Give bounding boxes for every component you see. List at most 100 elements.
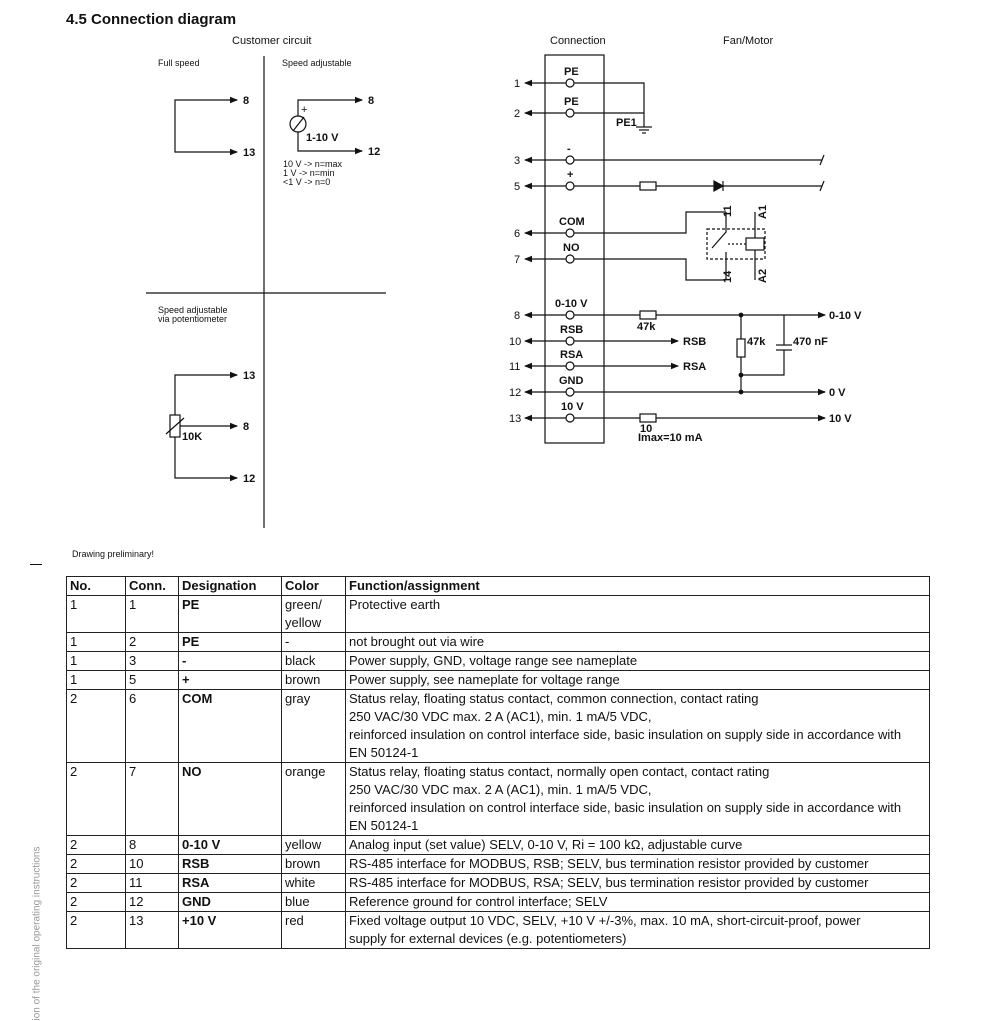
output-0-10v-label: 0-10 V: [829, 310, 862, 322]
pot-pin-8: 8: [243, 421, 249, 433]
designation-cell: RSB: [178, 854, 282, 874]
color-line: orange: [285, 764, 326, 779]
potentiometer-slash: [165, 417, 185, 435]
pot-pin-13: 13: [243, 370, 255, 382]
relay-contact-upper: [711, 212, 727, 249]
full-speed-title: Full speed: [158, 58, 200, 68]
terminal-3-number: 3: [514, 155, 520, 167]
terminal-13-number: 13: [509, 413, 521, 425]
function-line: Protective earth: [349, 597, 441, 612]
relay-pin-a1: A1: [757, 205, 769, 219]
table-header-row: No. Conn. Designation Color Function/ass…: [66, 576, 930, 596]
relay-com-wire: [574, 211, 726, 234]
color-line: gray: [285, 691, 311, 706]
function-line: Status relay, floating status contact, c…: [349, 691, 759, 706]
column-header-conn: Conn.: [125, 576, 179, 596]
terminal-2-circle: [565, 108, 575, 118]
customer-circuit-title: Customer circuit: [232, 35, 311, 47]
terminal-12-circle: [565, 387, 575, 397]
designation-cell: RSA: [178, 873, 282, 893]
connection-cell: 6: [125, 689, 179, 763]
terminal-11-label: RSA: [560, 349, 583, 361]
connection-cell: 13: [125, 911, 179, 949]
terminal-1-label: PE: [564, 66, 579, 78]
capacitor-label: 470 nF: [793, 336, 828, 348]
relay-pin-11: 11: [722, 205, 734, 217]
terminal-7-circle: [565, 254, 575, 264]
function-cell: RS-485 interface for MODBUS, RSB; SELV, …: [345, 854, 930, 874]
voltage-source-slash: [292, 116, 305, 132]
resistor-47k-shunt-label: 47k: [747, 336, 766, 348]
fan-motor-title: Fan/Motor: [723, 35, 773, 47]
function-cell: Status relay, floating status contact, c…: [345, 689, 930, 763]
source-voltage-label: 1-10 V: [306, 132, 339, 144]
terminal-11-circle: [565, 361, 575, 371]
resistor-10: [639, 413, 657, 423]
row-number-cell: 2: [66, 873, 126, 893]
resistor-47k-shunt: [736, 338, 746, 358]
connection-cell: 1: [125, 595, 179, 633]
full-speed-pin-13: 13: [243, 147, 255, 159]
rsb-output-label: RSB: [683, 336, 706, 348]
terminal-7-label: NO: [563, 242, 580, 254]
designation-cell: +: [178, 670, 282, 690]
potentiometer-title-line-1: Speed adjustable: [158, 305, 228, 315]
terminal-10-label: RSB: [560, 324, 583, 336]
function-line: Reference ground for control interface; …: [349, 894, 608, 909]
color-cell: brown: [281, 854, 346, 874]
terminal-5-label: +: [567, 169, 573, 181]
function-cell: Power supply, GND, voltage range see nam…: [345, 651, 930, 671]
connection-table: No. Conn. Designation Color Function/ass…: [66, 576, 930, 949]
connection-title: Connection: [550, 35, 606, 47]
preliminary-note: Drawing preliminary!: [72, 549, 155, 559]
full-speed-loop: [174, 99, 237, 153]
relay-pin-14: 14: [722, 270, 734, 283]
terminal-11-number: 11: [509, 361, 520, 373]
function-line: 250 VAC/30 VDC max. 2 A (AC1), min. 1 mA…: [349, 782, 652, 797]
function-line: EN 50124-1: [349, 818, 419, 833]
margin-dash: [30, 564, 42, 565]
terminal-5-number: 5: [514, 181, 520, 193]
pot-wire-bottom: [174, 437, 237, 479]
row-number-cell: 2: [66, 689, 126, 763]
color-cell: -: [281, 632, 346, 652]
pe1-label: PE1: [616, 117, 637, 129]
row-number-cell: 2: [66, 835, 126, 855]
speed-adj-pin-8: 8: [368, 95, 374, 107]
function-line: RS-485 interface for MODBUS, RSB; SELV, …: [349, 856, 869, 871]
function-line: supply for external devices (e.g. potent…: [349, 931, 627, 946]
function-cell: Reference ground for control interface; …: [345, 892, 930, 912]
connection-cell: 10: [125, 854, 179, 874]
function-line: Status relay, floating status contact, n…: [349, 764, 770, 779]
designation-cell: -: [178, 651, 282, 671]
color-line: red: [285, 913, 304, 928]
function-line: Power supply, GND, voltage range see nam…: [349, 653, 638, 668]
color-cell: yellow: [281, 835, 346, 855]
row-number-cell: 1: [66, 651, 126, 671]
color-line: brown: [285, 672, 321, 687]
terminal-8-number: 8: [514, 310, 520, 322]
relay-coil: [745, 237, 765, 251]
function-line: RS-485 interface for MODBUS, RSA; SELV, …: [349, 875, 869, 890]
potentiometer-value: 10K: [182, 431, 202, 443]
function-cell: not brought out via wire: [345, 632, 930, 652]
pot-wire-top: [174, 374, 237, 415]
color-cell: green/yellow: [281, 595, 346, 633]
fuse-symbol: [639, 181, 657, 191]
connection-cell: 5: [125, 670, 179, 690]
connection-cell: 2: [125, 632, 179, 652]
designation-cell: +10 V: [178, 911, 282, 949]
row-number-cell: 1: [66, 632, 126, 652]
terminal-12-number: 12: [509, 387, 521, 399]
designation-cell: NO: [178, 762, 282, 836]
terminal-block: [544, 54, 605, 444]
column-header-no: No.: [66, 576, 126, 596]
function-line: Power supply, see nameplate for voltage …: [349, 672, 620, 687]
color-cell: white: [281, 873, 346, 893]
color-cell: red: [281, 911, 346, 949]
